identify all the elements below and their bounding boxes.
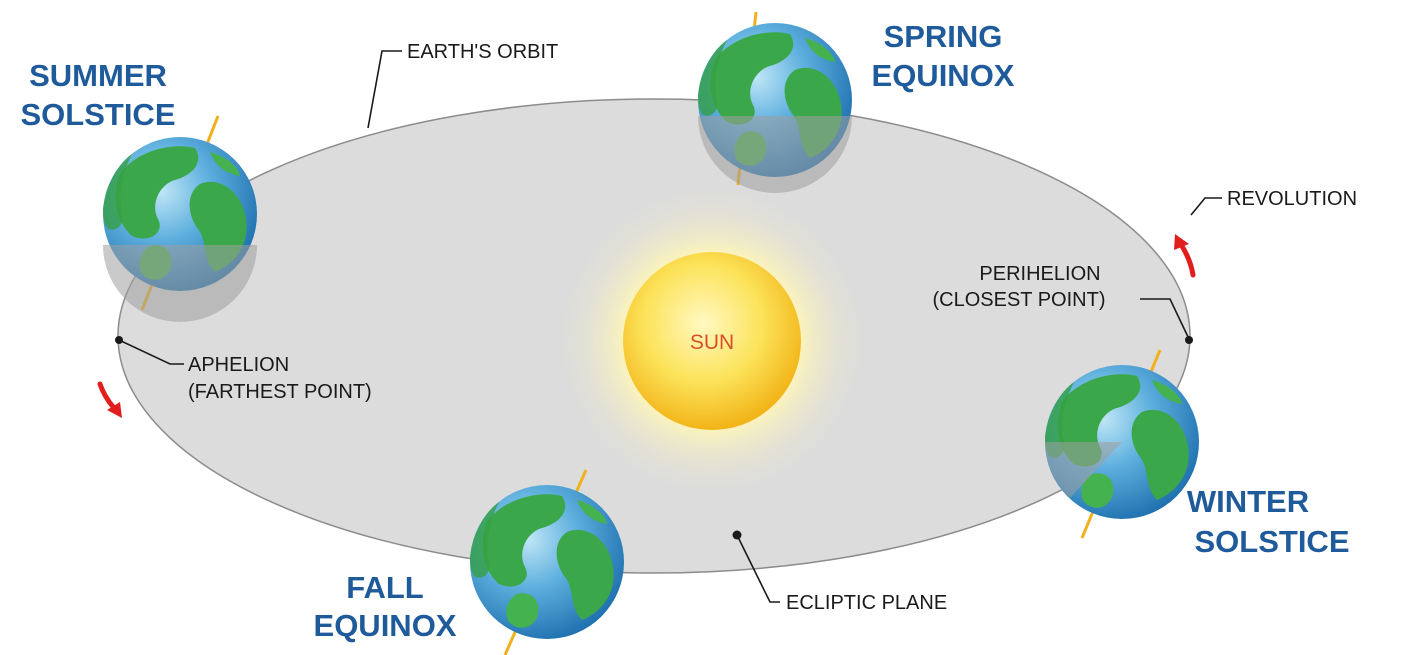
- revolution-label: REVOLUTION: [1227, 188, 1357, 210]
- sun: [623, 252, 801, 430]
- spring-equinox-label-line2: EQUINOX: [872, 58, 1015, 93]
- perihelion-label-line1: PERIHELION: [979, 263, 1100, 285]
- earths-orbit-leader: [367, 50, 402, 129]
- revolution-arrow-right-icon: [1174, 234, 1196, 278]
- aphelion-label-line1: APHELION: [188, 354, 289, 376]
- fall-equinox-earth: [470, 469, 624, 655]
- summer-solstice-label-line1: SUMMER: [29, 58, 167, 93]
- perihelion-label-line2: (CLOSEST POINT): [933, 289, 1106, 311]
- aphelion-leader: [118, 339, 184, 365]
- perihelion-point: [1185, 336, 1193, 344]
- revolution-leader: [1190, 197, 1222, 216]
- aphelion-label-line2: (FARTHEST POINT): [188, 381, 372, 403]
- spring-equinox-earth: [698, 11, 852, 193]
- perihelion-leader: [1140, 298, 1190, 340]
- revolution-arrow-left-icon: [97, 381, 122, 418]
- winter-solstice-earth: [1045, 349, 1199, 539]
- ecliptic-plane-label: ECLIPTIC PLANE: [786, 592, 947, 614]
- summer-solstice-label-line2: SOLSTICE: [20, 97, 175, 132]
- summer-solstice-earth: [103, 115, 257, 322]
- fall-equinox-label-line1: FALL: [346, 570, 424, 605]
- sun-label: SUN: [690, 331, 734, 354]
- spring-equinox-label-line1: SPRING: [884, 19, 1003, 54]
- fall-equinox-label-line2: EQUINOX: [314, 608, 457, 643]
- ecliptic-plane-leader: [736, 534, 780, 603]
- earths-orbit-label: EARTH'S ORBIT: [407, 41, 558, 63]
- winter-solstice-label-line2: SOLSTICE: [1194, 524, 1349, 559]
- winter-solstice-label-line1: WINTER: [1187, 484, 1309, 519]
